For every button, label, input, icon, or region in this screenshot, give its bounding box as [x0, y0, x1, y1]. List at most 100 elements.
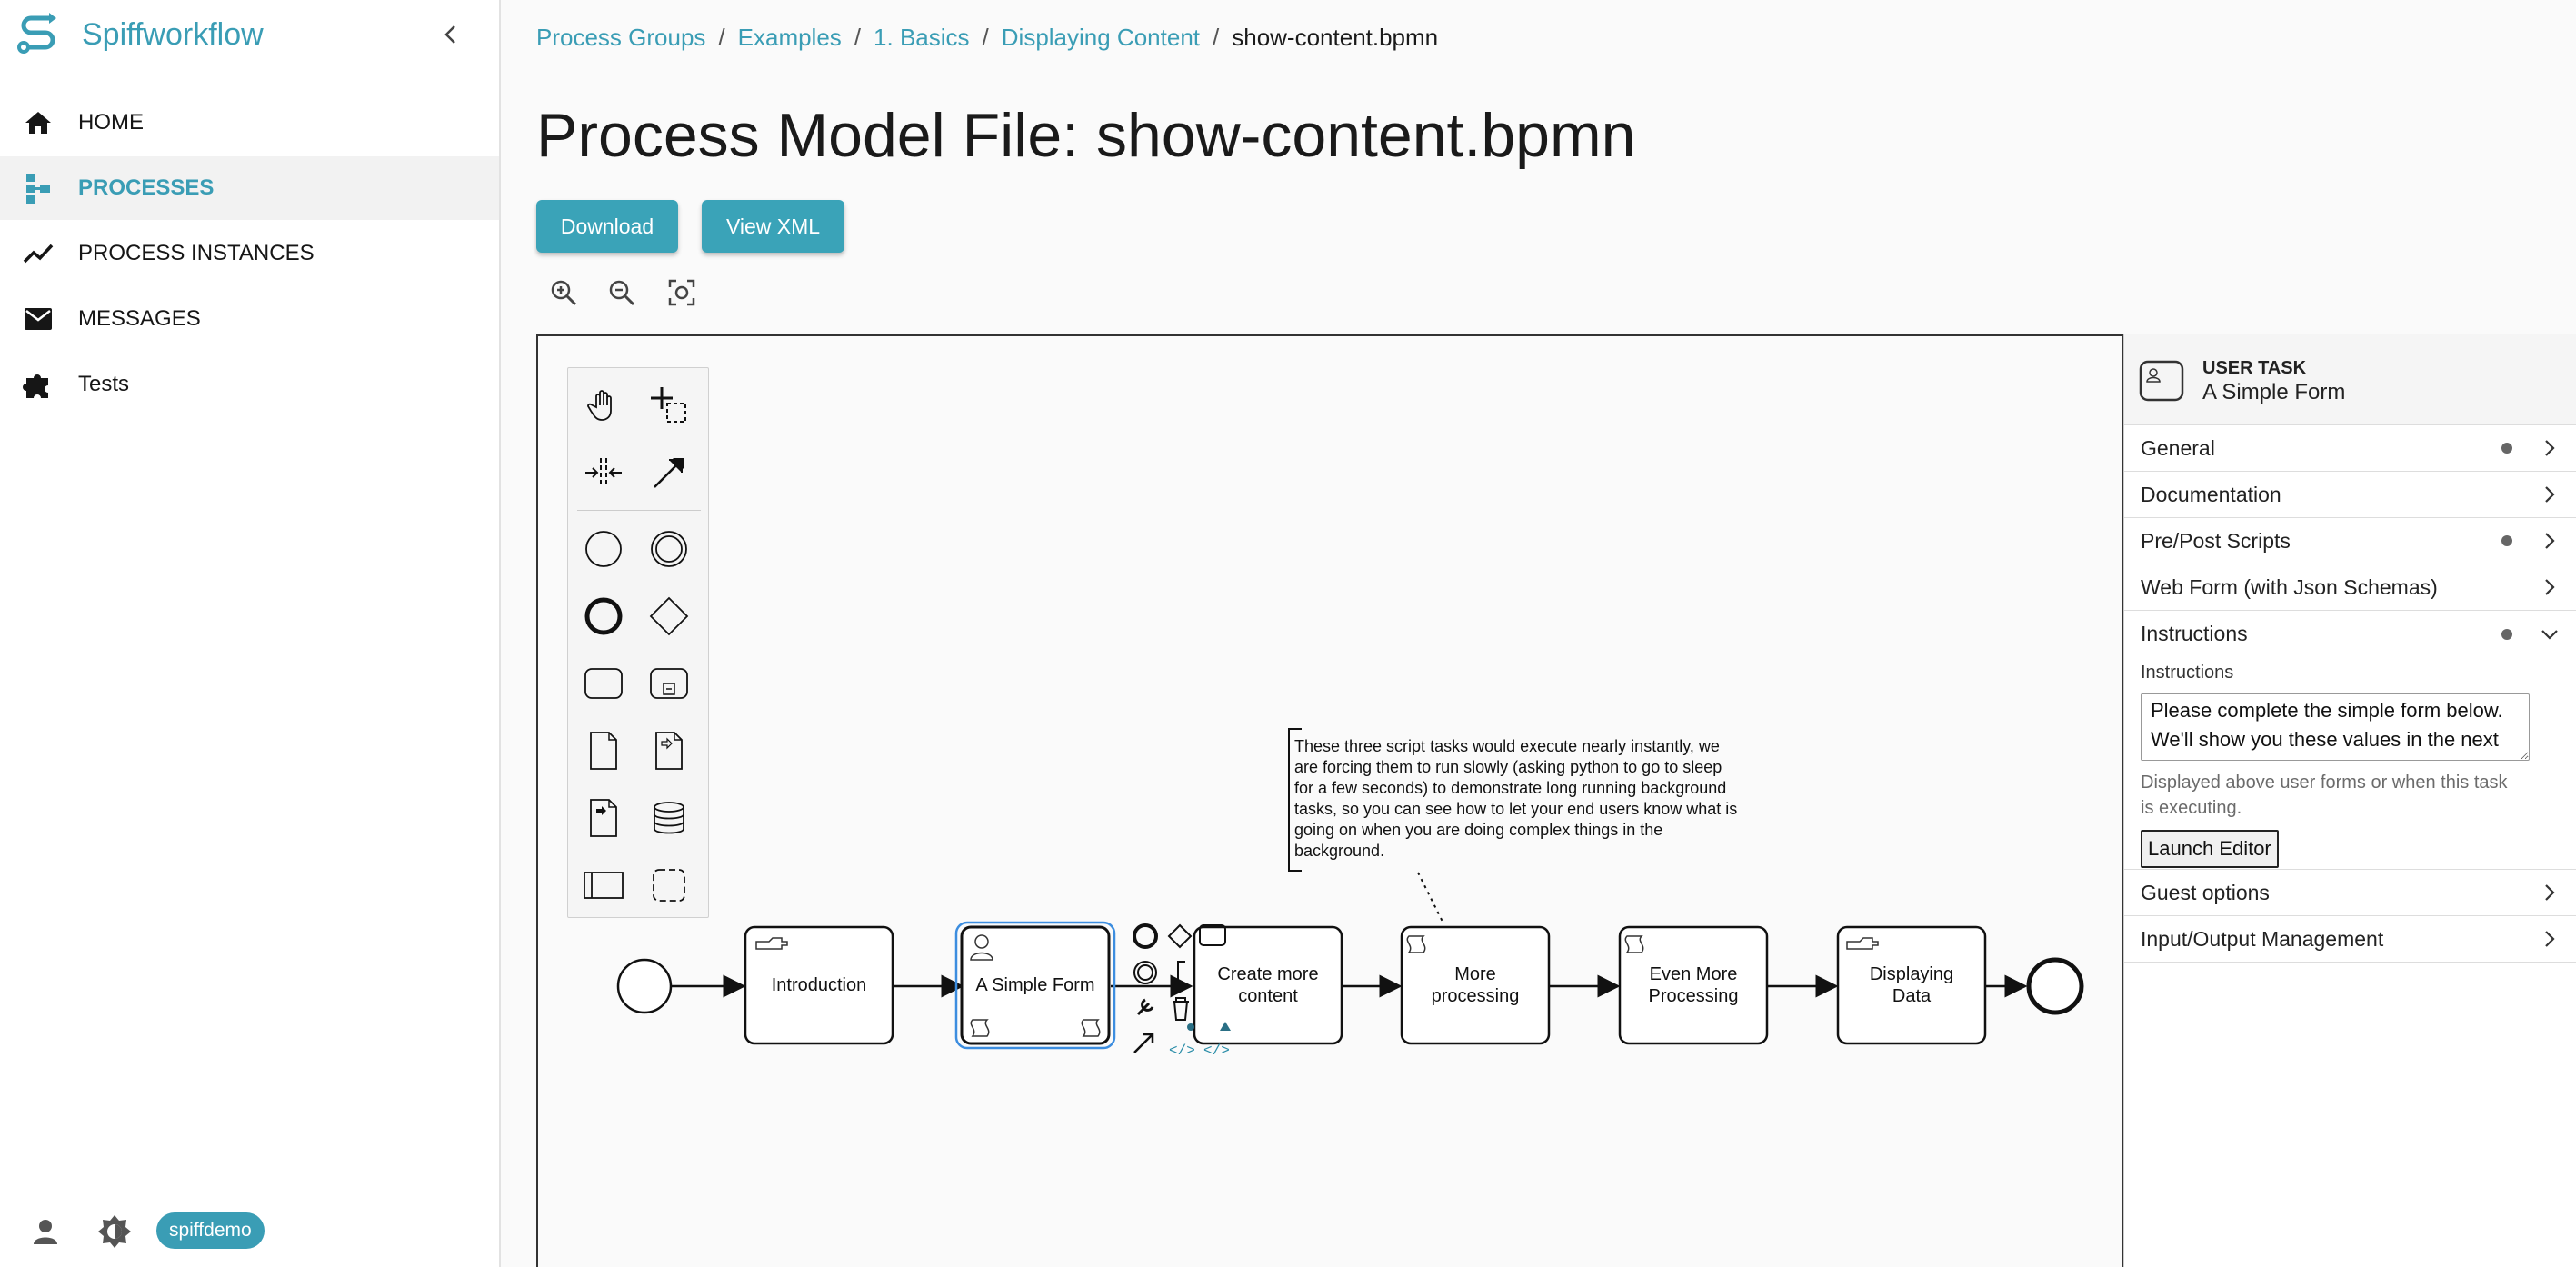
- nav-processes[interactable]: PROCESSES: [0, 156, 499, 220]
- end-event[interactable]: [2026, 957, 2084, 1015]
- data-input-icon: [655, 732, 683, 770]
- breadcrumb-basics[interactable]: 1. Basics: [874, 24, 970, 51]
- group-web-form[interactable]: Web Form (with Json Schemas): [2124, 564, 2576, 611]
- has-data-dot: [2501, 628, 2512, 640]
- task-even-more-processing[interactable]: [1618, 925, 1769, 1045]
- context-pad[interactable]: </> </>: [1133, 923, 1231, 1059]
- create-subprocess[interactable]: [643, 657, 695, 710]
- user-task-icon: [970, 934, 993, 961]
- instructions-textarea[interactable]: Please complete the simple form below. W…: [2141, 693, 2530, 761]
- chevron-down-icon: [2537, 622, 2562, 647]
- zoom-in-button[interactable]: [545, 274, 582, 311]
- manual-task-icon: [755, 937, 788, 950]
- chevron-right-icon: [2537, 926, 2562, 952]
- nav-home[interactable]: HOME: [0, 91, 499, 155]
- user-task-icon: [2139, 360, 2184, 402]
- start-event[interactable]: [616, 958, 673, 1014]
- instructions-field-label: Instructions: [2141, 663, 2234, 683]
- space-tool[interactable]: [577, 446, 630, 499]
- create-task[interactable]: [577, 657, 630, 710]
- nav-tests-label: Tests: [78, 372, 130, 396]
- lasso-select-icon: [651, 387, 686, 423]
- create-data-input[interactable]: [643, 724, 695, 777]
- bpmn-palette: [567, 367, 709, 918]
- group-input-output-management-label: Input/Output Management: [2141, 926, 2384, 951]
- breadcrumb-displaying-content[interactable]: Displaying Content: [1001, 24, 1200, 51]
- selection-outline: [954, 921, 1116, 1050]
- create-data-object[interactable]: [577, 724, 630, 777]
- create-pool[interactable]: [577, 859, 630, 912]
- hand-icon: [587, 390, 612, 421]
- pool-icon: [584, 872, 624, 899]
- start-event-icon: [585, 531, 622, 567]
- global-connect-tool[interactable]: [643, 446, 695, 499]
- subprocess-icon: [650, 668, 688, 699]
- space-tool-icon: [585, 458, 622, 487]
- create-gateway[interactable]: [643, 590, 695, 643]
- create-end-event[interactable]: [577, 590, 630, 643]
- nav-messages[interactable]: MESSAGES: [0, 287, 499, 351]
- brightness-icon: [98, 1215, 131, 1248]
- breadcrumb-separator: /: [1213, 24, 1220, 51]
- group-general[interactable]: General: [2124, 425, 2576, 472]
- task-more-processing[interactable]: [1400, 925, 1551, 1045]
- palette-divider: [577, 510, 701, 511]
- code-icon: </>: [1203, 1043, 1230, 1059]
- has-data-dot: [2501, 443, 2512, 454]
- trash-icon: [1173, 997, 1189, 1021]
- task-label-more-processing: More processing: [1431, 964, 1520, 1006]
- breadcrumb-current: show-content.bpmn: [1232, 24, 1439, 51]
- text-annotation-bracket: [1288, 728, 1302, 872]
- hand-tool[interactable]: [577, 379, 630, 432]
- chevron-right-icon: [2537, 528, 2562, 554]
- create-intermediate-event[interactable]: [643, 523, 695, 575]
- zoom-out-button[interactable]: [604, 274, 640, 311]
- zoom-fit-button[interactable]: [664, 274, 700, 311]
- collapse-sidebar-button[interactable]: [436, 16, 465, 53]
- chevron-left-icon: [444, 25, 455, 44]
- group-guest-options-label: Guest options: [2141, 880, 2270, 904]
- create-group[interactable]: [643, 859, 695, 912]
- spiffworkflow-logo-icon: [17, 13, 56, 54]
- create-start-event[interactable]: [577, 523, 630, 575]
- nav-tests[interactable]: Tests: [0, 353, 499, 416]
- breadcrumb-separator: /: [982, 24, 989, 51]
- group-guest-options[interactable]: Guest options: [2124, 870, 2576, 916]
- database-icon: [654, 802, 684, 834]
- breadcrumb-examples[interactable]: Examples: [737, 24, 842, 51]
- nav-process-instances[interactable]: PROCESS INSTANCES: [0, 222, 499, 285]
- task-introduction[interactable]: [744, 925, 894, 1045]
- intermediate-event-icon: [651, 531, 687, 567]
- download-button[interactable]: Download: [536, 200, 678, 253]
- nav-messages-label: MESSAGES: [78, 306, 201, 331]
- bpmn-canvas[interactable]: </> </>: [536, 334, 2123, 1267]
- task-create-more-content[interactable]: [1193, 925, 1343, 1045]
- brand[interactable]: Spiffworkflow: [15, 9, 264, 60]
- create-data-output[interactable]: [577, 792, 630, 844]
- brand-name: Spiffworkflow: [82, 16, 264, 52]
- breadcrumb-process-groups[interactable]: Process Groups: [536, 24, 706, 51]
- append-intermediate-event-icon: [1137, 964, 1153, 981]
- view-xml-button[interactable]: View XML: [702, 200, 844, 253]
- task-label-even-more-processing: Even More Processing: [1648, 964, 1739, 1006]
- append-task-icon: [1199, 924, 1226, 946]
- launch-editor-button[interactable]: Launch Editor: [2141, 830, 2279, 868]
- sidebar: Spiffworkflow HOME PROCESSES PROCESS INS…: [0, 0, 501, 1267]
- user-profile-button[interactable]: [27, 1213, 64, 1250]
- task-label-introduction: Introduction: [771, 975, 867, 995]
- theme-toggle-button[interactable]: [95, 1212, 135, 1252]
- username-badge[interactable]: spiffdemo: [156, 1212, 265, 1249]
- task-displaying-data[interactable]: [1836, 925, 1987, 1045]
- home-icon: [22, 106, 55, 139]
- group-documentation[interactable]: Documentation: [2124, 472, 2576, 518]
- lasso-tool[interactable]: [643, 379, 695, 432]
- task-a-simple-form[interactable]: [960, 925, 1111, 1045]
- nav-processes-label: PROCESSES: [78, 175, 215, 200]
- group-instructions[interactable]: Instructions: [2124, 611, 2576, 657]
- create-data-store[interactable]: [643, 792, 695, 844]
- group-input-output-management[interactable]: Input/Output Management: [2124, 916, 2576, 963]
- append-gateway-icon: [1167, 923, 1193, 949]
- append-end-event-icon: [1133, 923, 1158, 949]
- group-pre-post-scripts[interactable]: Pre/Post Scripts: [2124, 518, 2576, 564]
- text-annotation[interactable]: These three script tasks would execute n…: [1294, 737, 1738, 860]
